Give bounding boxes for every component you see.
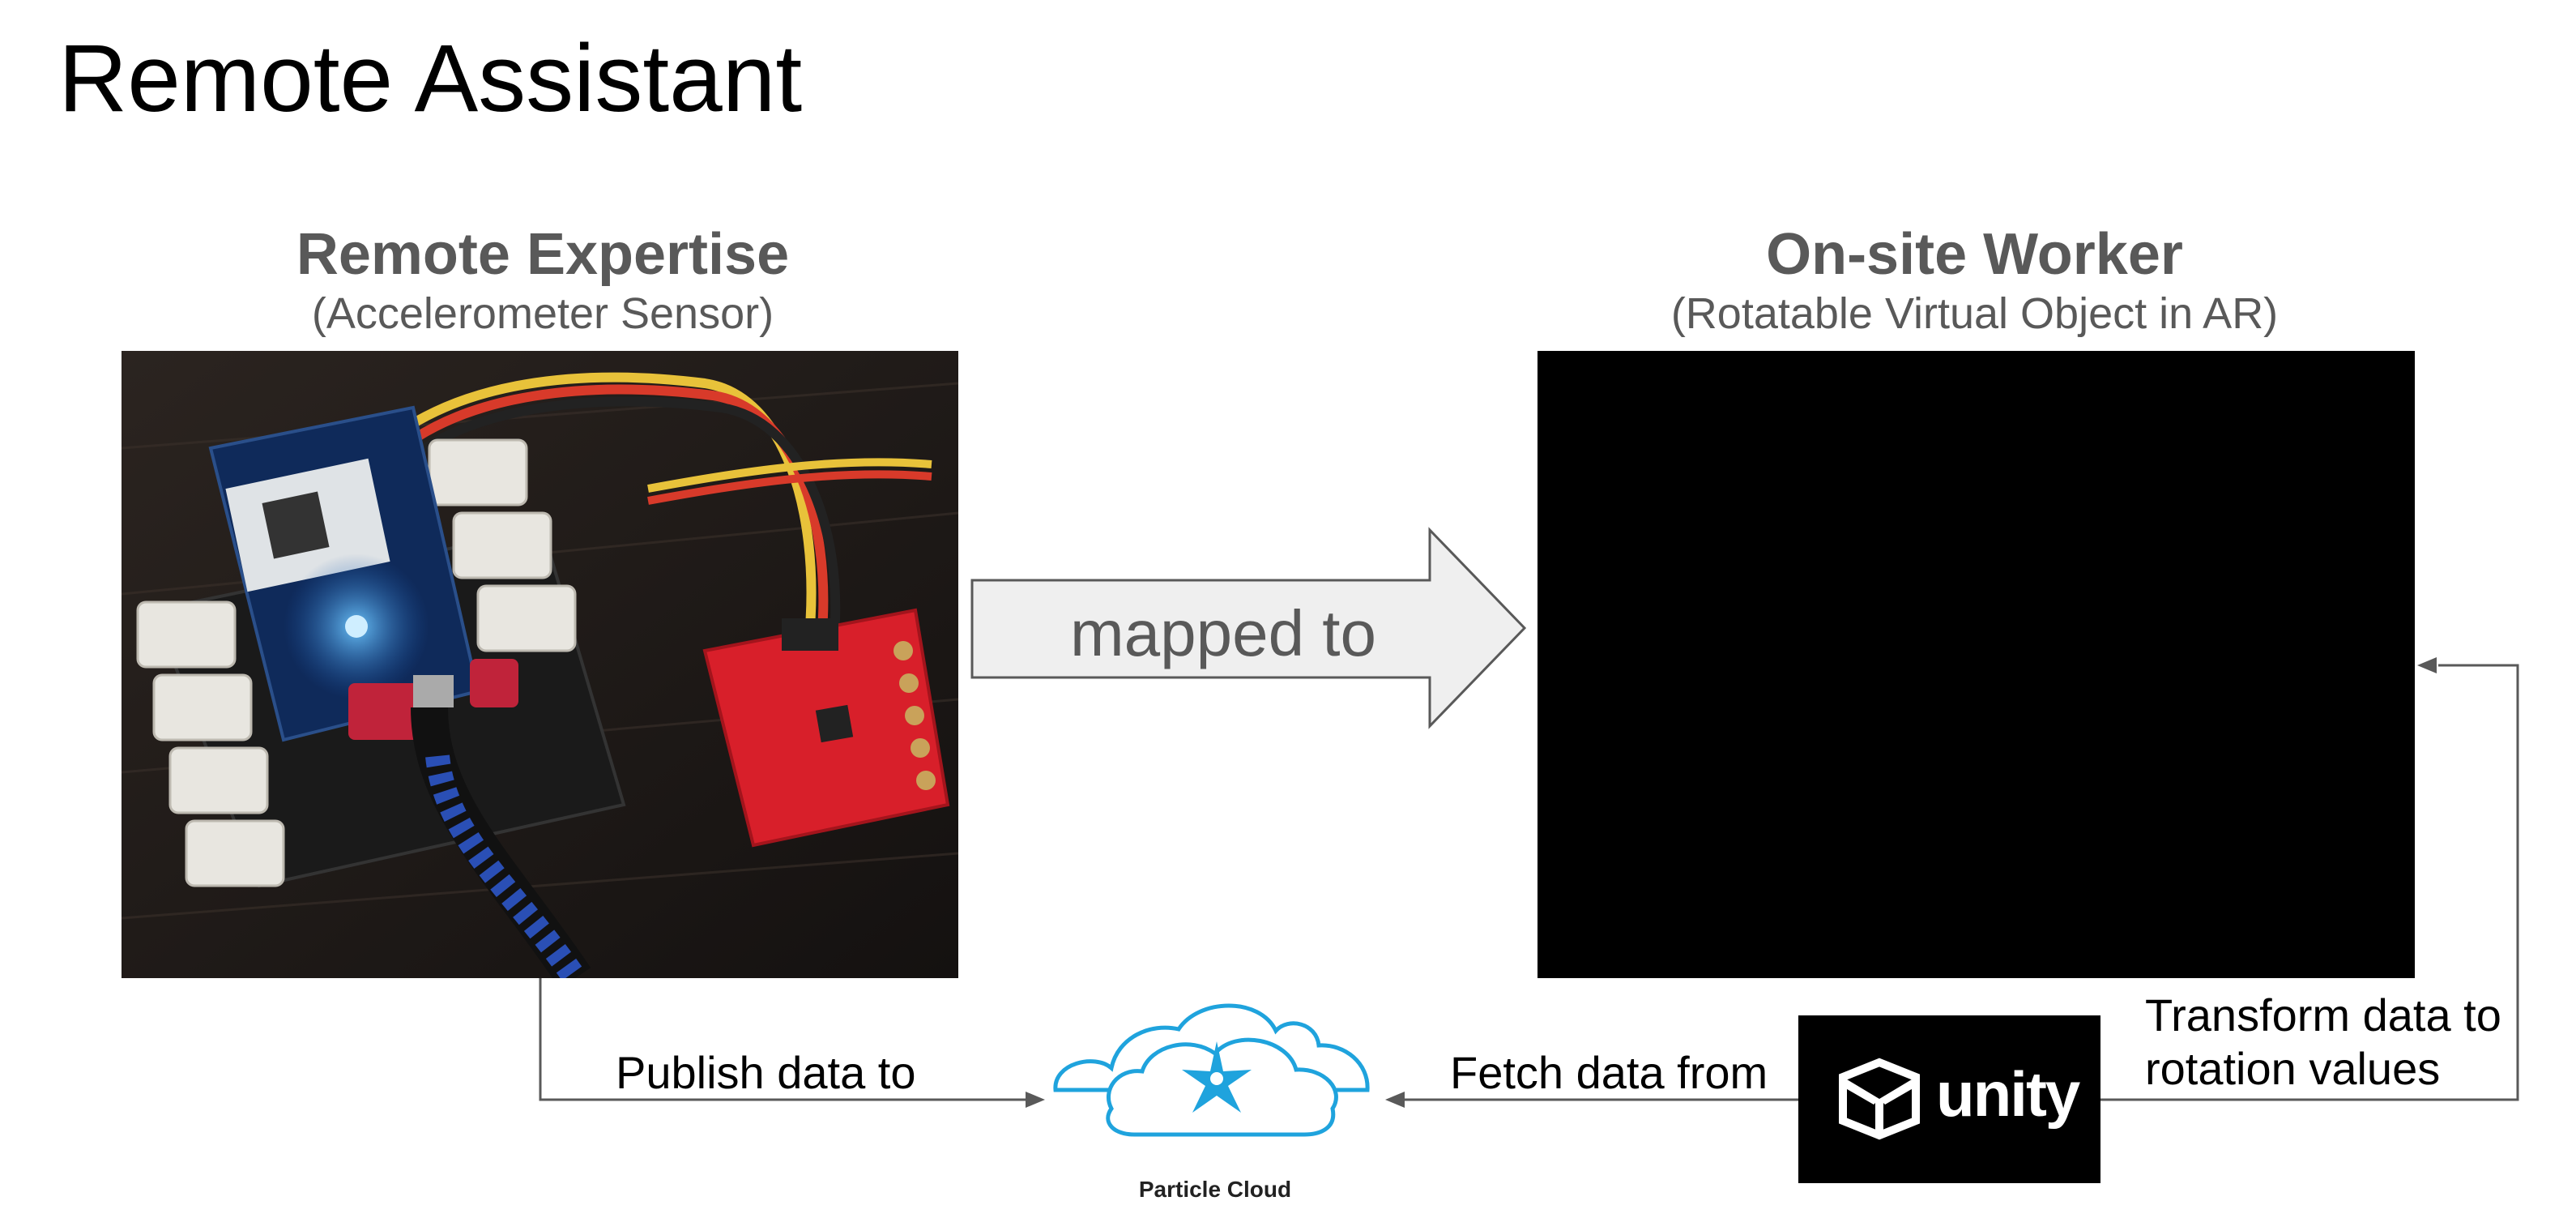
- unity-logo-icon: [1839, 1058, 1920, 1140]
- page-title: Remote Assistant: [58, 25, 803, 132]
- unity-label: unity: [1936, 1058, 2080, 1130]
- accelerometer-photo: [122, 351, 958, 978]
- publish-arrowhead-icon: [1026, 1092, 1045, 1108]
- transform-arrowhead-icon: [2417, 657, 2437, 673]
- unity-logo: unity: [1798, 1015, 2100, 1183]
- transform-line-1: Transform data to: [2145, 989, 2501, 1041]
- fetch-arrowhead-icon: [1385, 1092, 1405, 1108]
- particle-cloud-icon: [1053, 1003, 1370, 1137]
- onsite-worker-subheading: (Rotatable Virtual Object in AR): [1670, 289, 2279, 338]
- particle-cloud-label: Particle Cloud: [1138, 1177, 1292, 1202]
- publish-connector: [539, 978, 1029, 1101]
- fetch-data-label: Fetch data from: [1450, 1047, 1768, 1098]
- remote-expertise-subheading: (Accelerometer Sensor): [311, 289, 774, 338]
- particle-star-icon: [1182, 1041, 1252, 1113]
- remote-expertise-heading: Remote Expertise: [296, 222, 790, 287]
- mapped-to-label: mapped to: [1069, 597, 1377, 669]
- ar-virtual-object-view: [1537, 351, 2415, 978]
- publish-data-label: Publish data to: [616, 1047, 916, 1098]
- transform-data-label: Transform data to rotation values: [2145, 989, 2501, 1096]
- onsite-worker-heading: On-site Worker: [1766, 222, 2183, 287]
- transform-line-2: rotation values: [2145, 1043, 2441, 1095]
- mapped-to-arrow: [970, 527, 1527, 729]
- transform-connector: [2100, 664, 2519, 1101]
